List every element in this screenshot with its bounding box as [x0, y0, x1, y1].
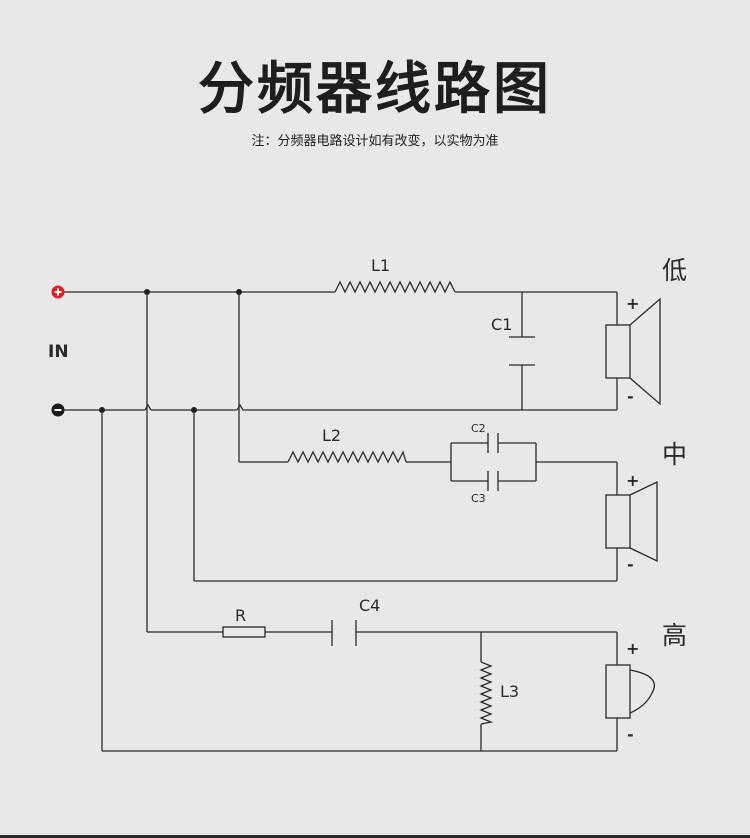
- capacitor-c1-label: C1: [491, 315, 512, 334]
- low-channel-label: 低: [662, 256, 687, 285]
- mid-minus-label: -: [627, 555, 634, 574]
- capacitor-c4-label: C4: [359, 596, 380, 615]
- inductor-l1: [334, 280, 456, 294]
- minus-circle-icon: [51, 403, 65, 417]
- resistor-r-label: R: [235, 606, 246, 625]
- inductor-l3-label: L3: [500, 682, 519, 701]
- tweeter-speaker-icon: [605, 632, 656, 751]
- inductor-l3: [479, 661, 494, 725]
- high-minus-label: -: [627, 725, 634, 744]
- wire-crossover-hop-1: [144, 403, 152, 411]
- woofer-speaker-icon: [605, 292, 661, 410]
- mid-channel-label: 中: [662, 440, 687, 469]
- capacitor-c3-label: C3: [471, 492, 486, 505]
- capacitor-c2-label: C2: [471, 422, 486, 435]
- mid-plus-label: +: [626, 471, 639, 490]
- inductor-l2-label: L2: [322, 426, 341, 445]
- page-title: 分频器线路图: [198, 57, 552, 122]
- plus-circle-icon: [51, 285, 65, 299]
- wire-crossover-hop-2: [236, 403, 244, 411]
- inductor-l2: [287, 450, 407, 464]
- resistor-r: [222, 626, 266, 638]
- high-channel-label: 高: [662, 621, 687, 650]
- input-label: IN: [48, 342, 69, 362]
- midrange-speaker-icon: [605, 462, 658, 581]
- page-subtitle: 注：分频器电路设计如有改变，以实物为准: [251, 134, 499, 149]
- low-plus-label: +: [626, 294, 639, 313]
- bottom-divider: [0, 835, 750, 838]
- high-plus-label: +: [626, 639, 639, 658]
- inductor-l1-label: L1: [371, 256, 390, 275]
- low-minus-label: -: [627, 387, 634, 406]
